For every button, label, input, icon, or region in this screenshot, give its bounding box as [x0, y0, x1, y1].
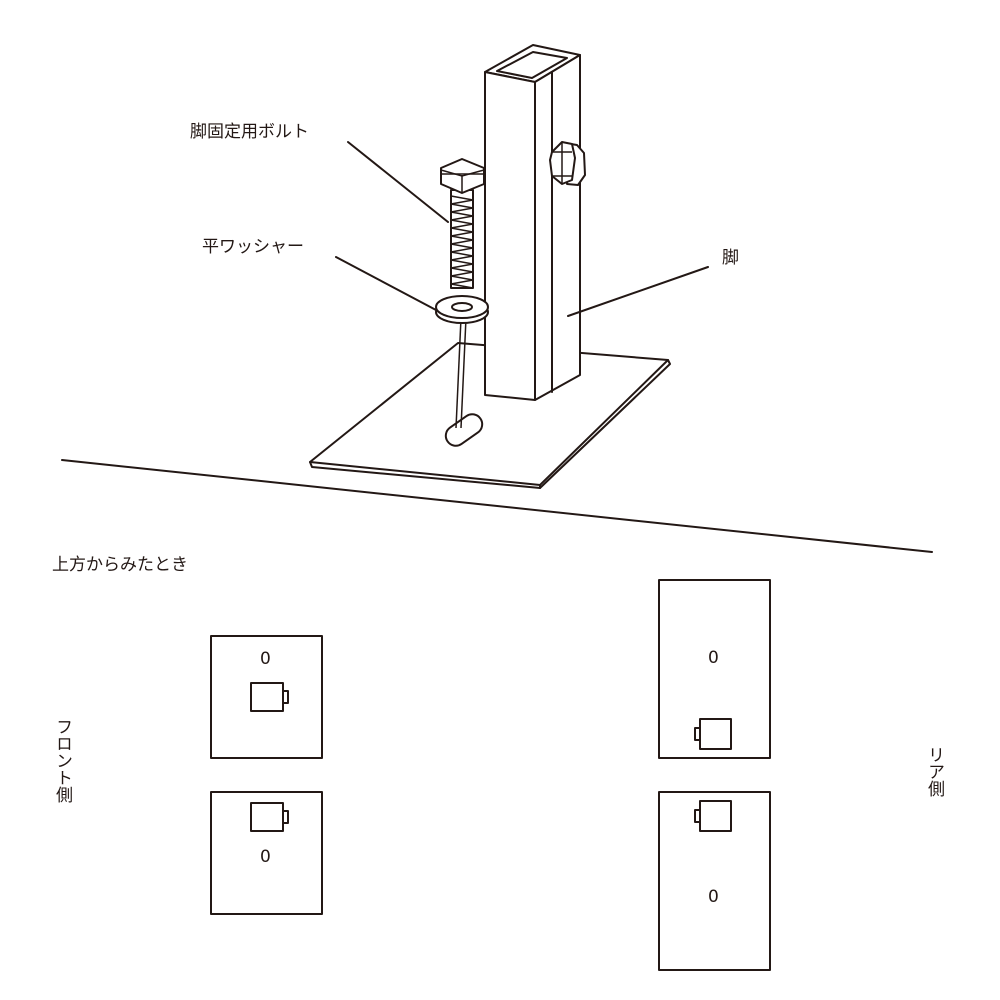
mounting-slot — [444, 413, 484, 447]
base-plate — [309, 342, 671, 489]
bolt-axis-line — [455, 317, 467, 429]
front-side-label: フロント側 — [52, 718, 73, 803]
bolt-label: 脚固定用ボルト — [190, 122, 309, 142]
top-view-heading: 上方からみたとき — [52, 555, 188, 575]
flat-washer — [435, 295, 489, 324]
section-divider — [61, 459, 933, 553]
bolt — [440, 158, 485, 289]
rear-side-label: リア側 — [924, 746, 945, 797]
front-bottom-plate: 0 — [210, 791, 323, 915]
bolt-leader-line — [347, 141, 449, 223]
rear-top-plate: 0 — [658, 579, 771, 759]
slot-mark: 0 — [260, 847, 271, 867]
leg-leader-line — [567, 266, 709, 317]
slot-mark: 0 — [260, 649, 271, 669]
leg-post — [484, 44, 581, 401]
slot-mark: 0 — [708, 887, 719, 907]
washer-leader-line — [335, 256, 437, 311]
leg-label: 脚 — [722, 248, 739, 268]
washer-label: 平ワッシャー — [202, 237, 304, 257]
side-nut — [549, 141, 586, 186]
slot-mark: 0 — [708, 648, 719, 668]
rear-bottom-plate: 0 — [658, 791, 771, 971]
front-top-plate: 0 — [210, 635, 323, 759]
